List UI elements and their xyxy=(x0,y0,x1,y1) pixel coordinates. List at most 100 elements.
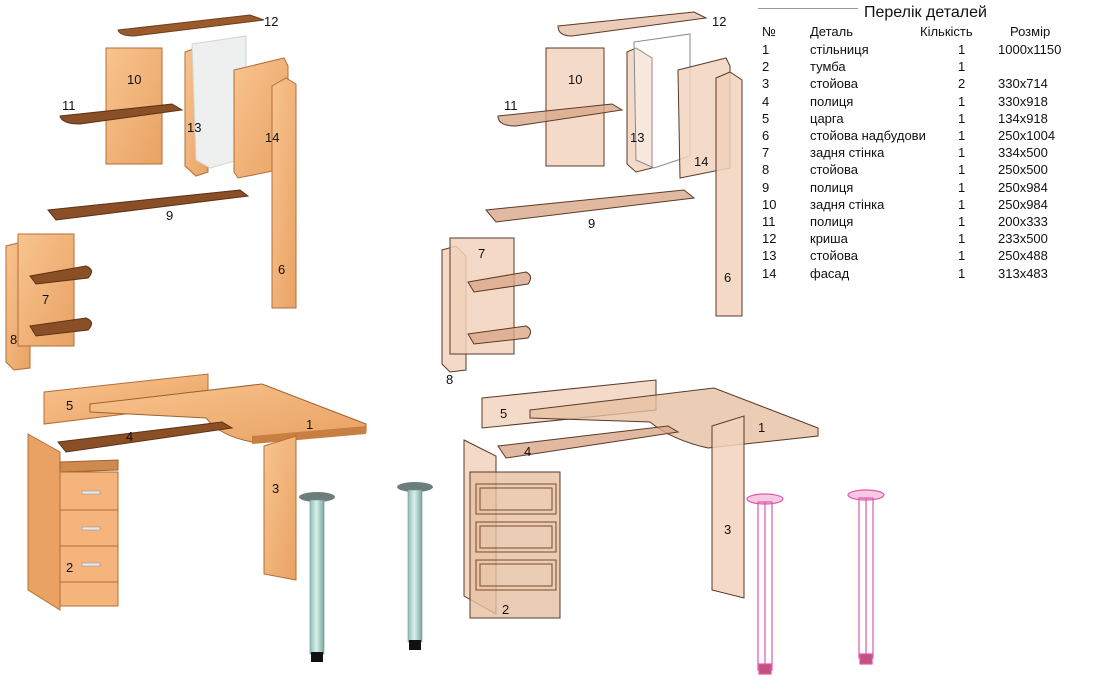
row-part-name: полиця xyxy=(810,179,854,195)
leg-left xyxy=(299,492,335,662)
row-number: 14 xyxy=(762,265,777,281)
row-quantity: 1 xyxy=(958,110,966,126)
wire-part-9-long-shelf xyxy=(485,189,696,223)
row-number: 9 xyxy=(762,179,770,195)
row-part-name: стойова xyxy=(810,76,859,92)
wire-part-7-shelf-top xyxy=(467,271,532,293)
row-number: 10 xyxy=(762,196,777,212)
row-number: 2 xyxy=(762,59,770,75)
right-label-3: 3 xyxy=(724,522,731,537)
row-number: 12 xyxy=(762,231,777,247)
left-label-9: 9 xyxy=(166,208,173,223)
part-7-shelf-top xyxy=(29,265,92,285)
row-number: 3 xyxy=(762,76,770,92)
drawer-handle-3 xyxy=(81,562,101,567)
wire-glass-panel xyxy=(633,33,691,169)
row-size: 250x1004 xyxy=(998,128,1056,143)
row-size: 330x918 xyxy=(998,93,1048,109)
wire-leg-left xyxy=(746,493,784,675)
row-part-name: стойова надбудови xyxy=(810,128,926,143)
wire-leg-right xyxy=(847,489,885,665)
right-label-9: 9 xyxy=(588,216,595,231)
right-label-13: 13 xyxy=(630,130,644,145)
right-label-8: 8 xyxy=(446,372,453,387)
row-quantity: 1 xyxy=(958,265,966,281)
row-part-name: полиця xyxy=(810,93,854,109)
wire-part-1-desktop xyxy=(529,387,819,449)
leg-right xyxy=(397,482,433,650)
row-quantity: 1 xyxy=(958,179,966,195)
drawer-handle-1 xyxy=(81,490,101,495)
part-6-tall-post xyxy=(271,77,297,309)
row-size: 250x984 xyxy=(998,196,1048,212)
row-part-name: задня стінка xyxy=(810,145,885,161)
parts-list-row: 9 полиця 1 250x984 xyxy=(758,180,1098,197)
part-12-roof xyxy=(117,14,265,37)
wireframe-exploded-view xyxy=(441,11,885,675)
row-quantity: 1 xyxy=(958,42,966,57)
part-7-shelf-bottom xyxy=(29,317,92,337)
left-label-14: 14 xyxy=(265,130,279,145)
part-11-shelf xyxy=(59,103,184,125)
part-2-pedestal-front xyxy=(59,471,119,607)
row-part-name: полиця xyxy=(810,214,854,229)
row-quantity: 1 xyxy=(958,59,966,75)
wire-drawers xyxy=(475,483,557,591)
right-label-1: 1 xyxy=(758,420,765,435)
wire-part-13-side-panel xyxy=(626,47,653,173)
header-size: Розмір xyxy=(1010,24,1051,39)
row-size: 250x488 xyxy=(998,248,1048,264)
left-label-7: 7 xyxy=(42,292,49,307)
row-quantity: 1 xyxy=(958,214,966,229)
wire-part-6-tall-post xyxy=(715,71,743,317)
left-label-6: 6 xyxy=(278,262,285,277)
row-number: 7 xyxy=(762,145,770,161)
left-label-10: 10 xyxy=(127,72,141,87)
drawer-handle-2 xyxy=(81,526,101,531)
row-number: 8 xyxy=(762,162,770,178)
part-2-pedestal-top xyxy=(59,459,119,473)
wire-part-4-shelf xyxy=(497,425,680,459)
wire-part-11-shelf xyxy=(497,103,624,127)
row-number: 4 xyxy=(762,93,770,109)
left-label-2: 2 xyxy=(66,560,73,575)
right-label-2: 2 xyxy=(502,602,509,617)
row-size: 250x500 xyxy=(998,162,1048,178)
right-label-7: 7 xyxy=(478,246,485,261)
row-part-name: криша xyxy=(810,231,848,247)
left-label-4: 4 xyxy=(126,429,133,444)
row-size: 250x984 xyxy=(998,179,1048,195)
row-part-name: стойова xyxy=(810,162,859,178)
row-size: 134x918 xyxy=(998,110,1048,126)
right-label-6: 6 xyxy=(724,270,731,285)
row-quantity: 1 xyxy=(958,231,966,247)
left-label-1: 1 xyxy=(306,417,313,432)
row-part-name: стойова xyxy=(810,248,859,264)
parts-list-header: № Деталь Кількість Розмір xyxy=(758,24,1098,41)
row-quantity: 1 xyxy=(958,196,966,212)
wire-part-7-shelf-bottom xyxy=(467,325,532,345)
row-size: 334x500 xyxy=(998,145,1048,161)
left-label-13: 13 xyxy=(187,120,201,135)
row-number: 5 xyxy=(762,110,770,126)
right-label-11: 11 xyxy=(504,98,518,113)
left-label-11: 11 xyxy=(62,98,76,113)
row-part-name: фасад xyxy=(810,265,850,281)
glass-panel xyxy=(191,35,247,169)
right-label-12: 12 xyxy=(712,14,726,29)
row-quantity: 1 xyxy=(958,128,966,143)
header-part: Деталь xyxy=(810,24,853,39)
solid-exploded-view: 12 10 11 13 14 9 6 7 8 5 1 4 3 2 xyxy=(5,14,433,662)
row-size: 1000x1150 xyxy=(998,42,1062,57)
parts-list-panel: Перелік деталей № Деталь Кількість Розмі… xyxy=(758,2,1098,292)
left-label-8: 8 xyxy=(10,332,17,347)
